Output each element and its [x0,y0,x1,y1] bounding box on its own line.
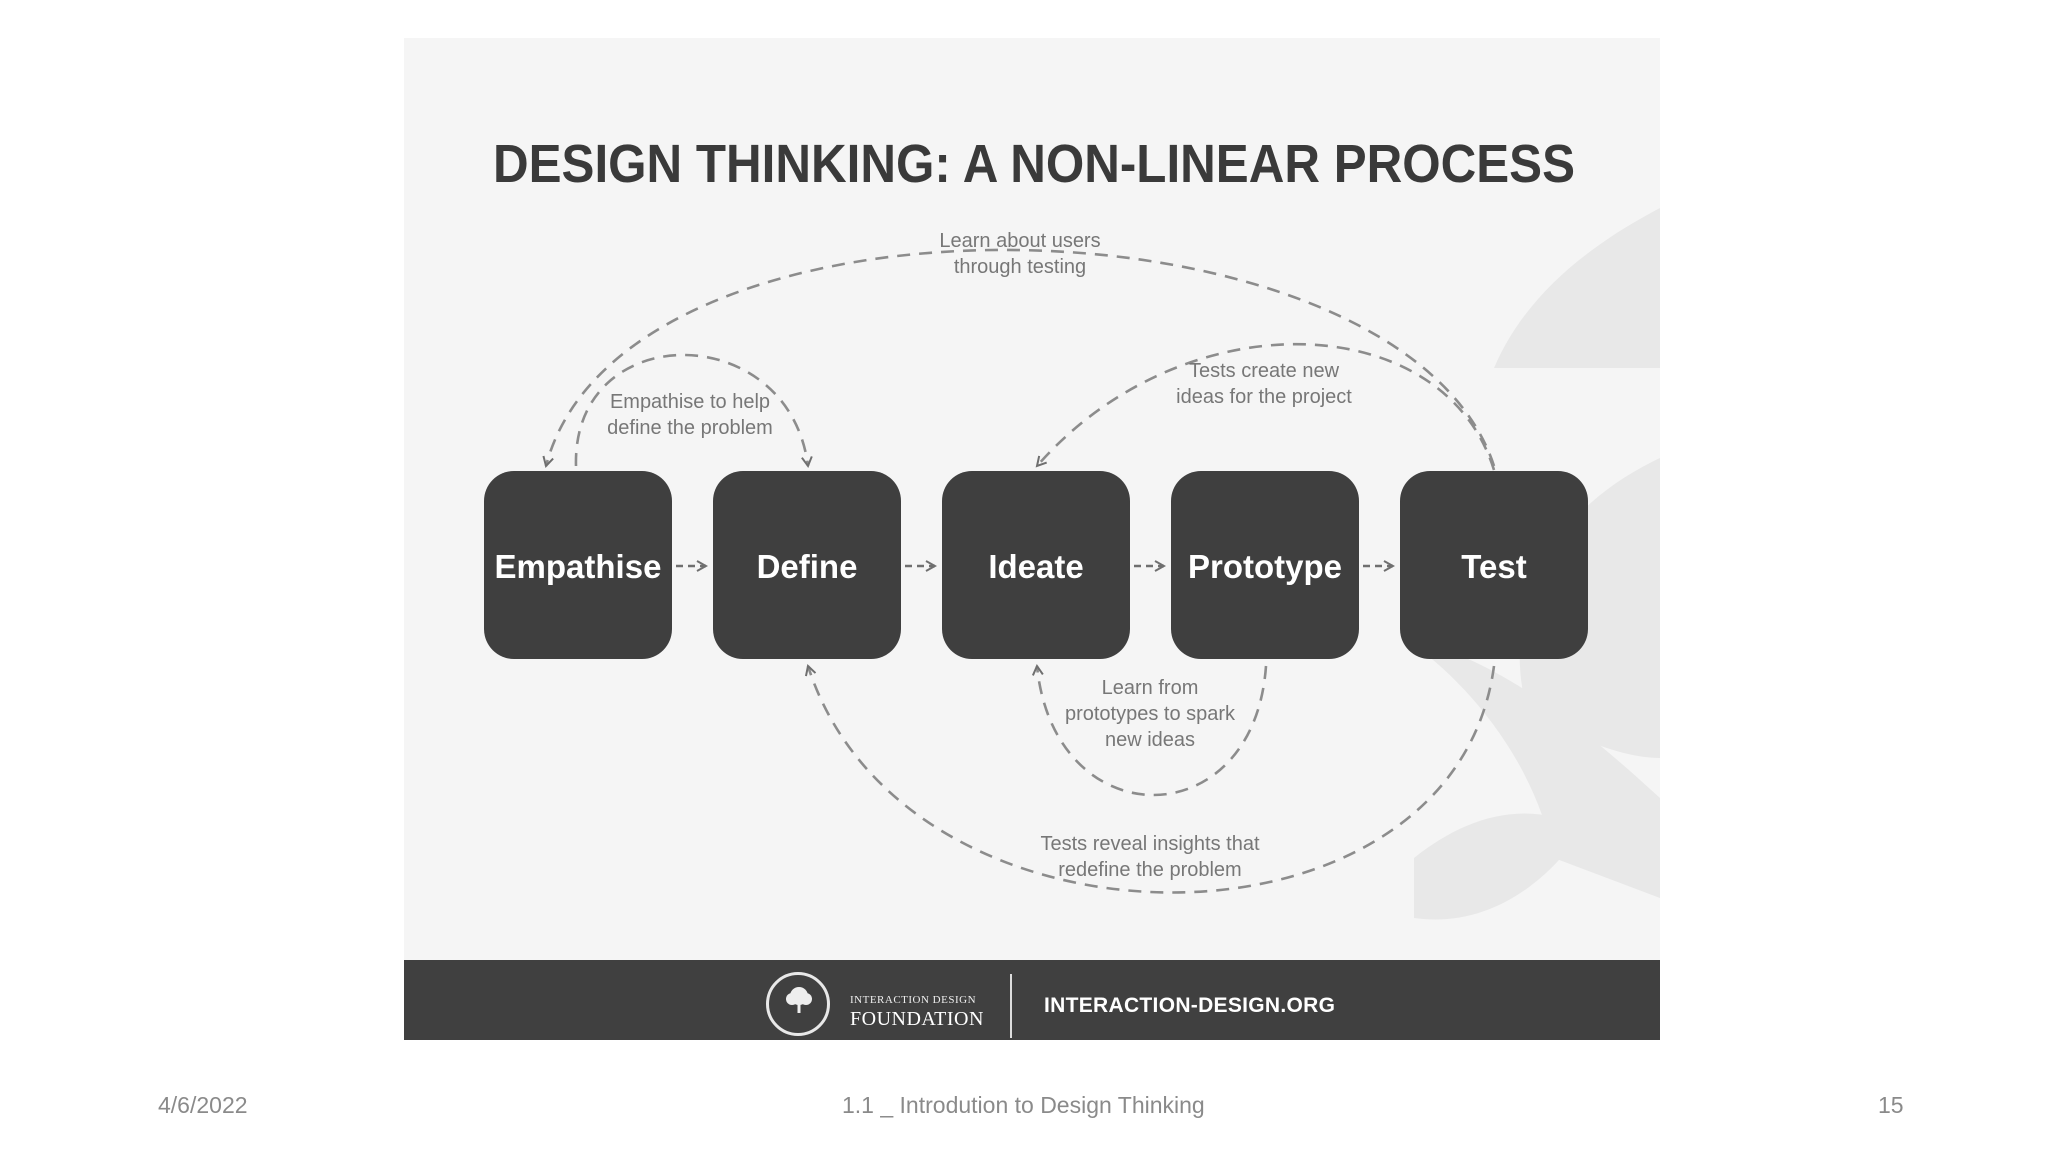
stage-label: Prototype [1188,548,1342,585]
loop-tests-create-ideas [1037,342,1496,471]
design-thinking-figure: DESIGN THINKING: A NON-LINEAR PROCESS Em… [404,38,1660,1040]
loop-label-prototypes-2: prototypes to spark [1065,703,1236,725]
slide-title: 1.1 _ Introdution to Design Thinking [842,1092,1205,1118]
footer-divider [1010,974,1012,1038]
diagram-title: DESIGN THINKING: A NON-LINEAR PROCESS [493,134,1575,194]
website-label: INTERACTION-DESIGN.ORG [1044,994,1336,1017]
foundation-logo [766,972,830,1036]
slide-page-number: 15 [1878,1092,1904,1118]
loop-label-empathise-2: define the problem [607,417,773,439]
loop-label-tests-reveal-2: redefine the problem [1058,859,1241,881]
org-name-small: INTERACTION DESIGN [850,994,977,1006]
stage-label: Empathise [495,548,662,585]
loop-label-prototypes-1: Learn from [1102,677,1199,699]
process-diagram: DESIGN THINKING: A NON-LINEAR PROCESS Em… [484,134,1660,920]
loop-label-learn-users-1: Learn about users [939,230,1100,252]
loop-label-tests-ideas-1: Tests create new [1189,360,1340,382]
loop-empathise-define [574,353,808,466]
loop-label-learn-users-2: through testing [954,256,1086,278]
loop-learn-from-prototypes [1037,666,1268,797]
stage-label: Ideate [988,548,1083,585]
loop-label-prototypes-3: new ideas [1105,729,1195,751]
figure-footer-bar: INTERACTION DESIGN FOUNDATION INTERACTIO… [404,960,1660,1040]
stage-label: Test [1461,548,1526,585]
loop-learn-about-users [546,248,1496,466]
tree-icon [786,987,812,1013]
stage-define: Define [713,471,901,659]
background-tree-decoration [1404,208,1660,920]
loop-label-empathise-1: Empathise to help [610,391,770,413]
loop-label-tests-reveal-1: Tests reveal insights that [1041,833,1260,855]
org-name-large: FOUNDATION [850,1008,984,1030]
stage-empathise: Empathise [484,471,672,659]
stage-test: Test [1400,471,1588,659]
loop-tests-reveal-insights [808,666,1496,894]
stage-prototype: Prototype [1171,471,1359,659]
stage-label: Define [757,548,858,585]
slide-date: 4/6/2022 [158,1092,248,1118]
loop-label-tests-ideas-2: ideas for the project [1176,386,1352,408]
stage-ideate: Ideate [942,471,1130,659]
